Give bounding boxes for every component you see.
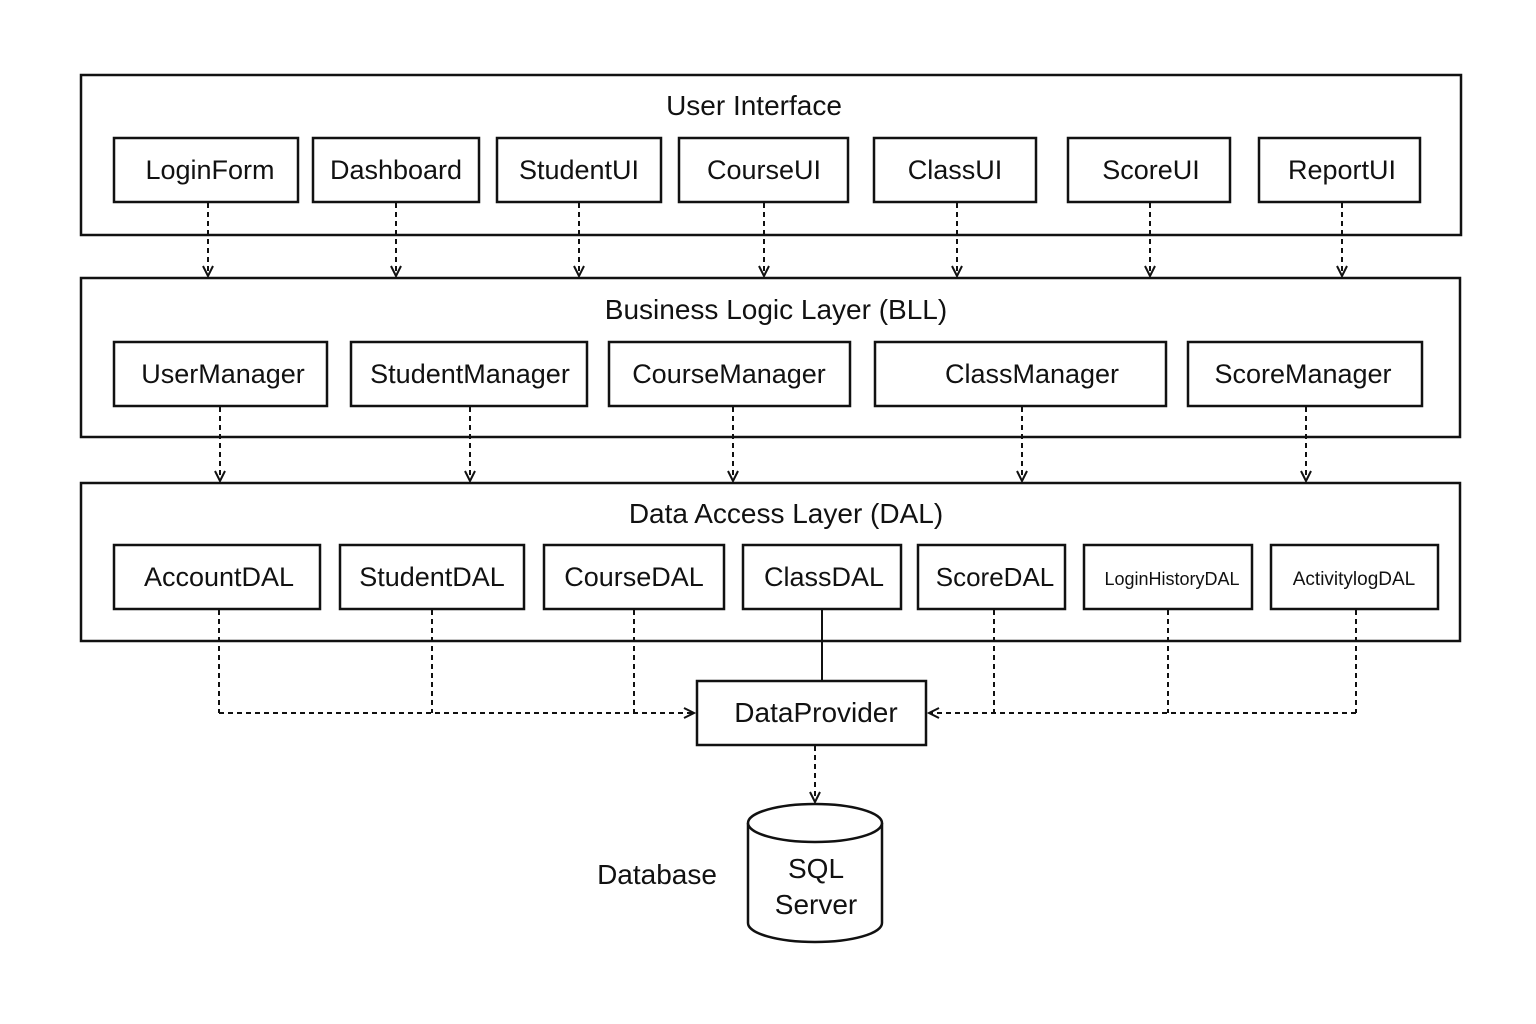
bll-component-label: UserManager [141, 359, 305, 389]
ui-component-scoreui: ScoreUI [1066, 136, 1232, 204]
dal-component-studentdal: StudentDAL [338, 543, 526, 611]
bll-layer: Business Logic Layer (BLL) UserManager S… [79, 276, 1462, 439]
dal-component-box [112, 543, 322, 611]
dal-component-box [1082, 543, 1254, 611]
bll-component-coursemanager: CourseManager [607, 340, 852, 408]
dal-component-coursedal: CourseDAL [542, 543, 726, 611]
dal-layer-title: Data Access Layer (DAL) [629, 498, 943, 529]
dal-component-label: ClassDAL [764, 562, 884, 592]
database-label-line1: SQL [788, 853, 844, 884]
ui-component-box [1066, 136, 1232, 204]
ui-component-label: CourseUI [707, 155, 821, 185]
dal-layer: Data Access Layer (DAL) AccountDAL Stude… [79, 481, 1462, 643]
ui-component-box [1257, 136, 1422, 204]
dal-component-label: AccountDAL [144, 562, 294, 592]
database-label-line2: Server [775, 889, 857, 920]
ui-component-dashboard: Dashboard [311, 136, 481, 204]
database-caption: Database [597, 859, 717, 890]
dal-component-accountdal: AccountDAL [112, 543, 322, 611]
data-provider-label: DataProvider [734, 697, 897, 728]
bll-component-classmanager: ClassManager [873, 340, 1168, 408]
bll-component-label: StudentManager [370, 359, 570, 389]
dal-component-box [916, 543, 1067, 611]
database-cylinder-rim [746, 822, 884, 844]
dal-component-box [1269, 543, 1440, 611]
ui-layer: User Interface LoginForm Dashboard Stude… [79, 73, 1463, 237]
bll-component-label: ScoreManager [1214, 359, 1391, 389]
ui-component-box [495, 136, 663, 204]
dal-component-label: ScoreDAL [936, 562, 1055, 592]
dal-to-provider-connectors [218, 610, 1357, 719]
data-provider: DataProvider [695, 679, 928, 747]
ui-to-bll-connectors [202, 203, 1348, 279]
bll-component-box [112, 340, 329, 408]
dal-component-label: StudentDAL [359, 562, 505, 592]
bll-layer-title: Business Logic Layer (BLL) [605, 294, 947, 325]
bll-component-label: ClassManager [945, 359, 1119, 389]
bll-component-box [1186, 340, 1424, 408]
ui-component-box [112, 136, 300, 204]
data-provider-box [695, 679, 928, 747]
dal-component-classdal: ClassDAL [741, 543, 903, 611]
dal-component-label: CourseDAL [564, 562, 704, 592]
ui-component-studentui: StudentUI [495, 136, 663, 204]
bll-component-label: CourseManager [632, 359, 826, 389]
bll-component-box [349, 340, 589, 408]
dal-component-scoredal: ScoreDAL [916, 543, 1067, 611]
dal-component-label: LoginHistoryDAL [1104, 569, 1239, 589]
ui-layer-title: User Interface [666, 90, 842, 121]
ui-component-label: ClassUI [908, 155, 1003, 185]
bll-component-usermanager: UserManager [112, 340, 329, 408]
bll-component-studentmanager: StudentManager [349, 340, 589, 408]
ui-component-loginform: LoginForm [112, 136, 300, 204]
ui-component-box [872, 136, 1038, 204]
ui-component-reportui: ReportUI [1257, 136, 1422, 204]
dal-component-box [338, 543, 526, 611]
ui-component-classui: ClassUI [872, 136, 1038, 204]
bll-to-dal-connectors [214, 407, 1312, 484]
ui-component-courseui: CourseUI [677, 136, 850, 204]
dal-component-loginhistorydal: LoginHistoryDAL [1082, 543, 1254, 611]
ui-component-box [311, 136, 481, 204]
ui-component-label: Dashboard [330, 155, 462, 185]
bll-component-scoremanager: ScoreManager [1186, 340, 1424, 408]
database: SQL Server Database [597, 802, 884, 944]
dal-component-activitylogdal: ActivitylogDAL [1269, 543, 1440, 611]
bll-component-box [607, 340, 852, 408]
dal-component-box [741, 543, 903, 611]
ui-component-label: ReportUI [1288, 155, 1396, 185]
dal-component-label: ActivitylogDAL [1293, 569, 1416, 590]
ui-component-label: StudentUI [519, 155, 639, 185]
ui-component-box [677, 136, 850, 204]
dal-component-box [542, 543, 726, 611]
bll-component-box [873, 340, 1168, 408]
ui-component-label: ScoreUI [1102, 155, 1200, 185]
ui-component-label: LoginForm [145, 155, 274, 185]
